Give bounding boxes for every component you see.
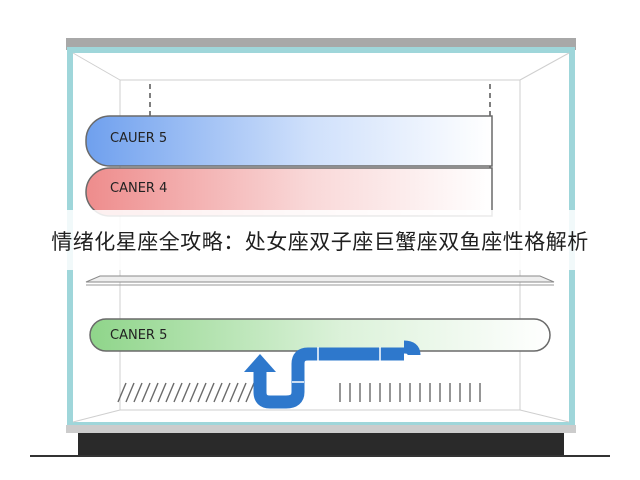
vent-grille-left bbox=[117, 382, 255, 403]
shelf-label: CANER 5 bbox=[110, 328, 167, 343]
caption-title: 情绪化星座全攻略：处女座双子座巨蟹座双鱼座性格解析 bbox=[51, 230, 589, 254]
perspective-line bbox=[72, 409, 121, 423]
perspective-line bbox=[519, 409, 570, 423]
shelf-cauer-5 bbox=[85, 115, 493, 167]
cabinet-base-rim bbox=[66, 425, 576, 433]
caption-banner bbox=[0, 210, 640, 270]
perspective-line bbox=[72, 52, 121, 81]
cabinet-base bbox=[78, 433, 564, 455]
shelf-label: CAUER 5 bbox=[110, 131, 167, 146]
curved-airflow-arrow-icon bbox=[244, 340, 421, 409]
middle-shelf-plate bbox=[85, 275, 555, 283]
shelf-label: CANER 4 bbox=[110, 181, 167, 196]
perspective-line bbox=[519, 52, 570, 81]
vent-grille-right bbox=[339, 383, 481, 402]
